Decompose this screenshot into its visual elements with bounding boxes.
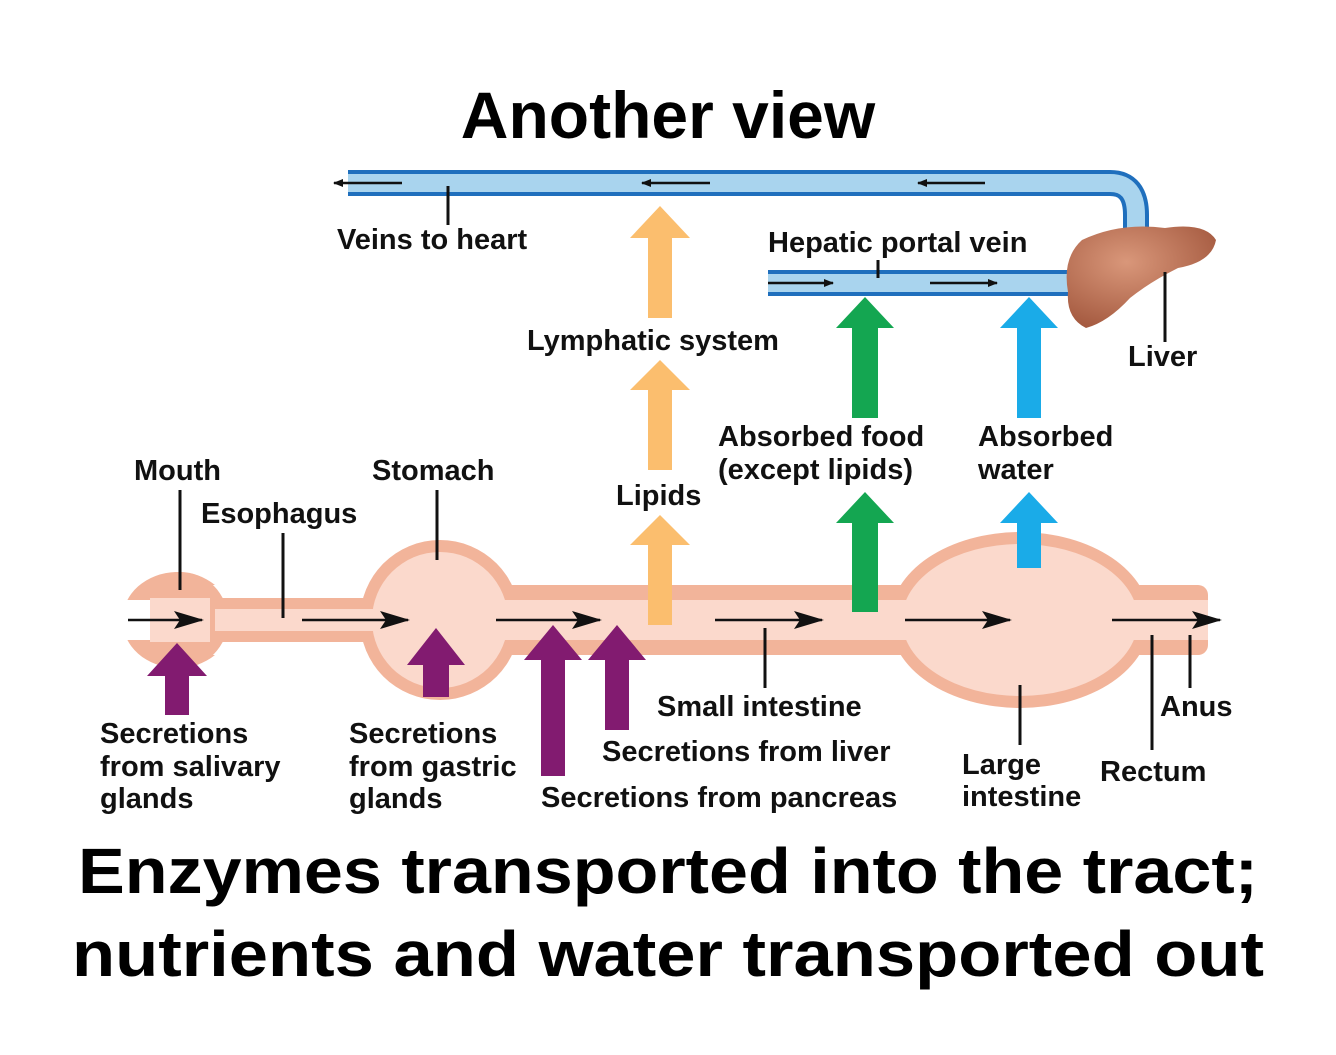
leader-lines (178, 186, 1192, 750)
secretion-arrows (147, 625, 646, 776)
absorbed-food-arrows (836, 297, 894, 612)
rectum-label: Rectum (1100, 756, 1206, 788)
lymphatic-system-label: Lymphatic system (527, 325, 779, 357)
gastric-secretions-label-line1: Secretions (349, 718, 497, 750)
large-intestine-label-line1: Large (962, 749, 1041, 781)
gastric-secretions-label-line2: from gastric (349, 751, 517, 783)
large-intestine-label-line2: intestine (962, 781, 1081, 813)
stomach-label: Stomach (372, 455, 494, 487)
absorbed-food-label-line1: Absorbed food (718, 421, 924, 453)
salivary-secretions-label-line2: from salivary (100, 751, 281, 783)
liver-label: Liver (1128, 341, 1197, 373)
liver-secretions-label: Secretions from liver (602, 736, 891, 768)
veins-to-heart-label: Veins to heart (337, 224, 528, 256)
absorbed-water-label-line1: Absorbed (978, 421, 1113, 453)
lipid-arrows (630, 206, 690, 625)
gastric-secretions-label-line3: glands (349, 783, 442, 815)
esophagus-label: Esophagus (201, 498, 357, 530)
small-intestine-label: Small intestine (657, 691, 862, 723)
salivary-secretions-label-line3: glands (100, 783, 193, 815)
absorbed-food-label-line2: (except lipids) (718, 454, 913, 486)
caption-line1: Enzymes transported into the tract; (78, 835, 1258, 907)
hepatic-portal-vein-label: Hepatic portal vein (768, 227, 1027, 259)
lipids-label: Lipids (616, 480, 701, 512)
salivary-secretions-label-line1: Secretions (100, 718, 248, 750)
absorbed-water-arrows (1000, 297, 1058, 568)
pancreas-secretions-label: Secretions from pancreas (541, 782, 897, 814)
absorbed-water-label-line2: water (977, 454, 1054, 486)
liver-icon (1066, 226, 1216, 328)
caption-line2: nutrients and water transported out (72, 918, 1264, 990)
anus-label: Anus (1160, 691, 1233, 723)
title: Another view (461, 78, 876, 152)
mouth-label: Mouth (134, 455, 221, 487)
veins-to-heart-vessel (348, 170, 1149, 245)
